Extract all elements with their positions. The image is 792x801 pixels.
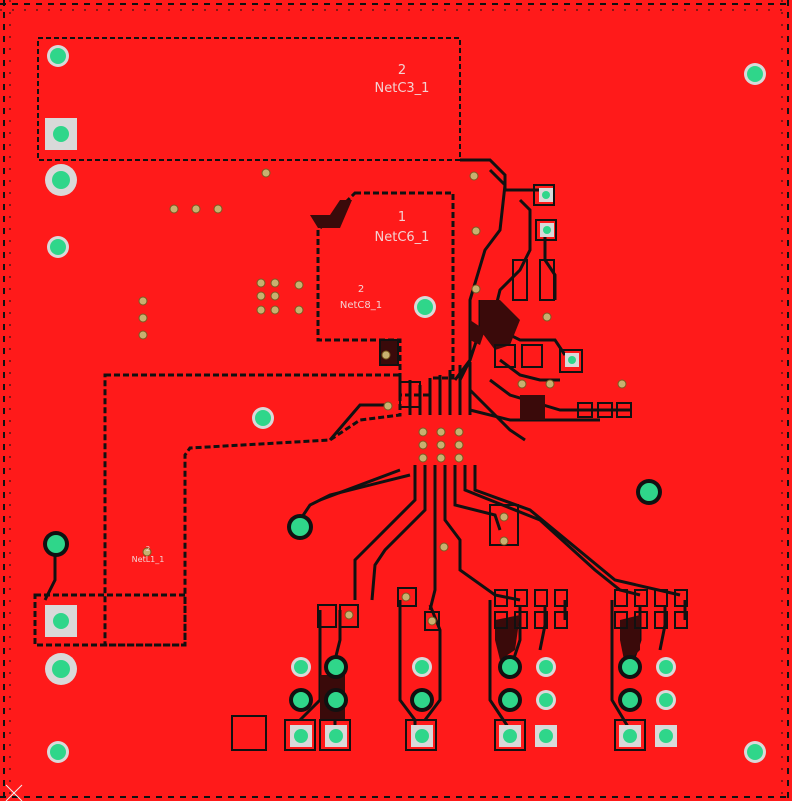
dark-copper-areas <box>310 200 640 720</box>
pad-c3-number: 2 <box>398 63 406 78</box>
pad-c8-net-label: NetC8_1 <box>340 300 382 311</box>
pad-c8-number: 2 <box>358 284 364 295</box>
pad-c6-net-label: NetC6_1 <box>375 230 430 245</box>
ic-thermal-vias <box>418 427 464 463</box>
pad-c3-net-label: NetC3_1 <box>375 81 430 96</box>
smd-pads <box>231 184 688 751</box>
pad-l1-number: 2 <box>146 545 150 553</box>
pad-c6-number: 1 <box>398 210 406 225</box>
pour-region-c6 <box>316 191 455 397</box>
pad-l1-net-label: NetL1_1 <box>132 555 165 564</box>
pour-region-c3 <box>37 37 461 161</box>
vias <box>138 168 627 626</box>
square-through-hole-pads <box>45 118 677 747</box>
origin-cross-icon <box>5 784 23 801</box>
round-through-hole-pads <box>43 45 766 763</box>
